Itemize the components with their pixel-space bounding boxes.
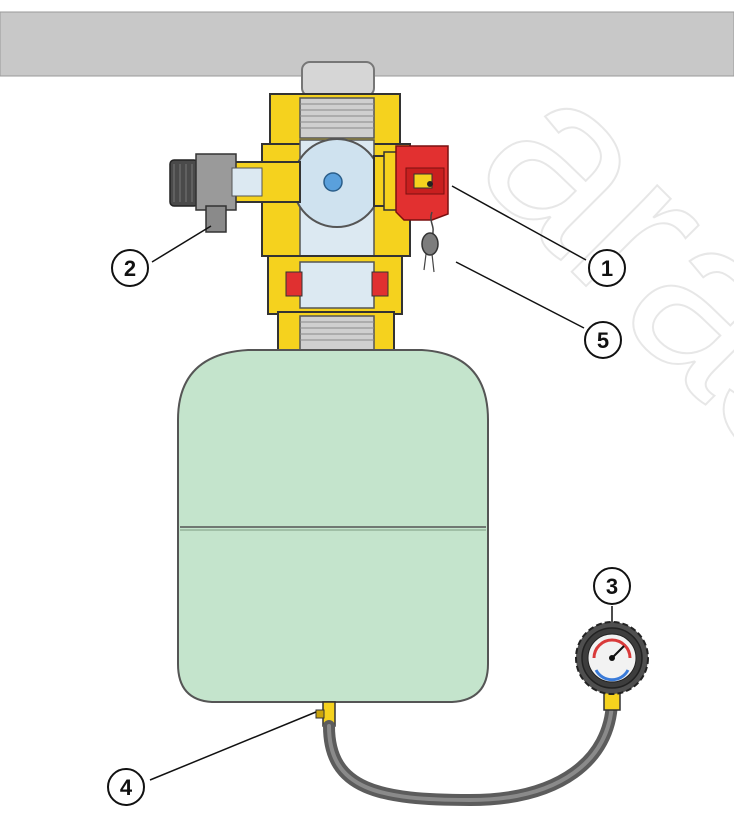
pressure-gauge [575, 621, 649, 711]
leader-line-4 [149, 711, 317, 781]
callout-1-label: 1 [601, 256, 613, 281]
expansion-tank [177, 349, 489, 703]
brass-tee-fitting [227, 93, 411, 351]
drain-valve [169, 153, 263, 233]
callout-4-label: 4 [120, 775, 133, 800]
callout-4: 4 [107, 768, 145, 806]
leader-line-2 [151, 225, 212, 263]
ceiling-pipe [301, 61, 375, 97]
callout-1: 1 [588, 249, 626, 287]
leader-line-5 [455, 261, 585, 329]
callout-5-label: 5 [597, 328, 609, 353]
callout-3: 3 [593, 567, 631, 605]
callout-2-label: 2 [124, 256, 136, 281]
callout-5: 5 [584, 321, 622, 359]
callout-2: 2 [111, 249, 149, 287]
gauge-hose [323, 696, 618, 807]
lead-seal [421, 211, 439, 273]
callout-3-label: 3 [606, 574, 618, 599]
shut-off-valve-red-handle [383, 145, 449, 221]
leader-line-1 [451, 185, 587, 261]
